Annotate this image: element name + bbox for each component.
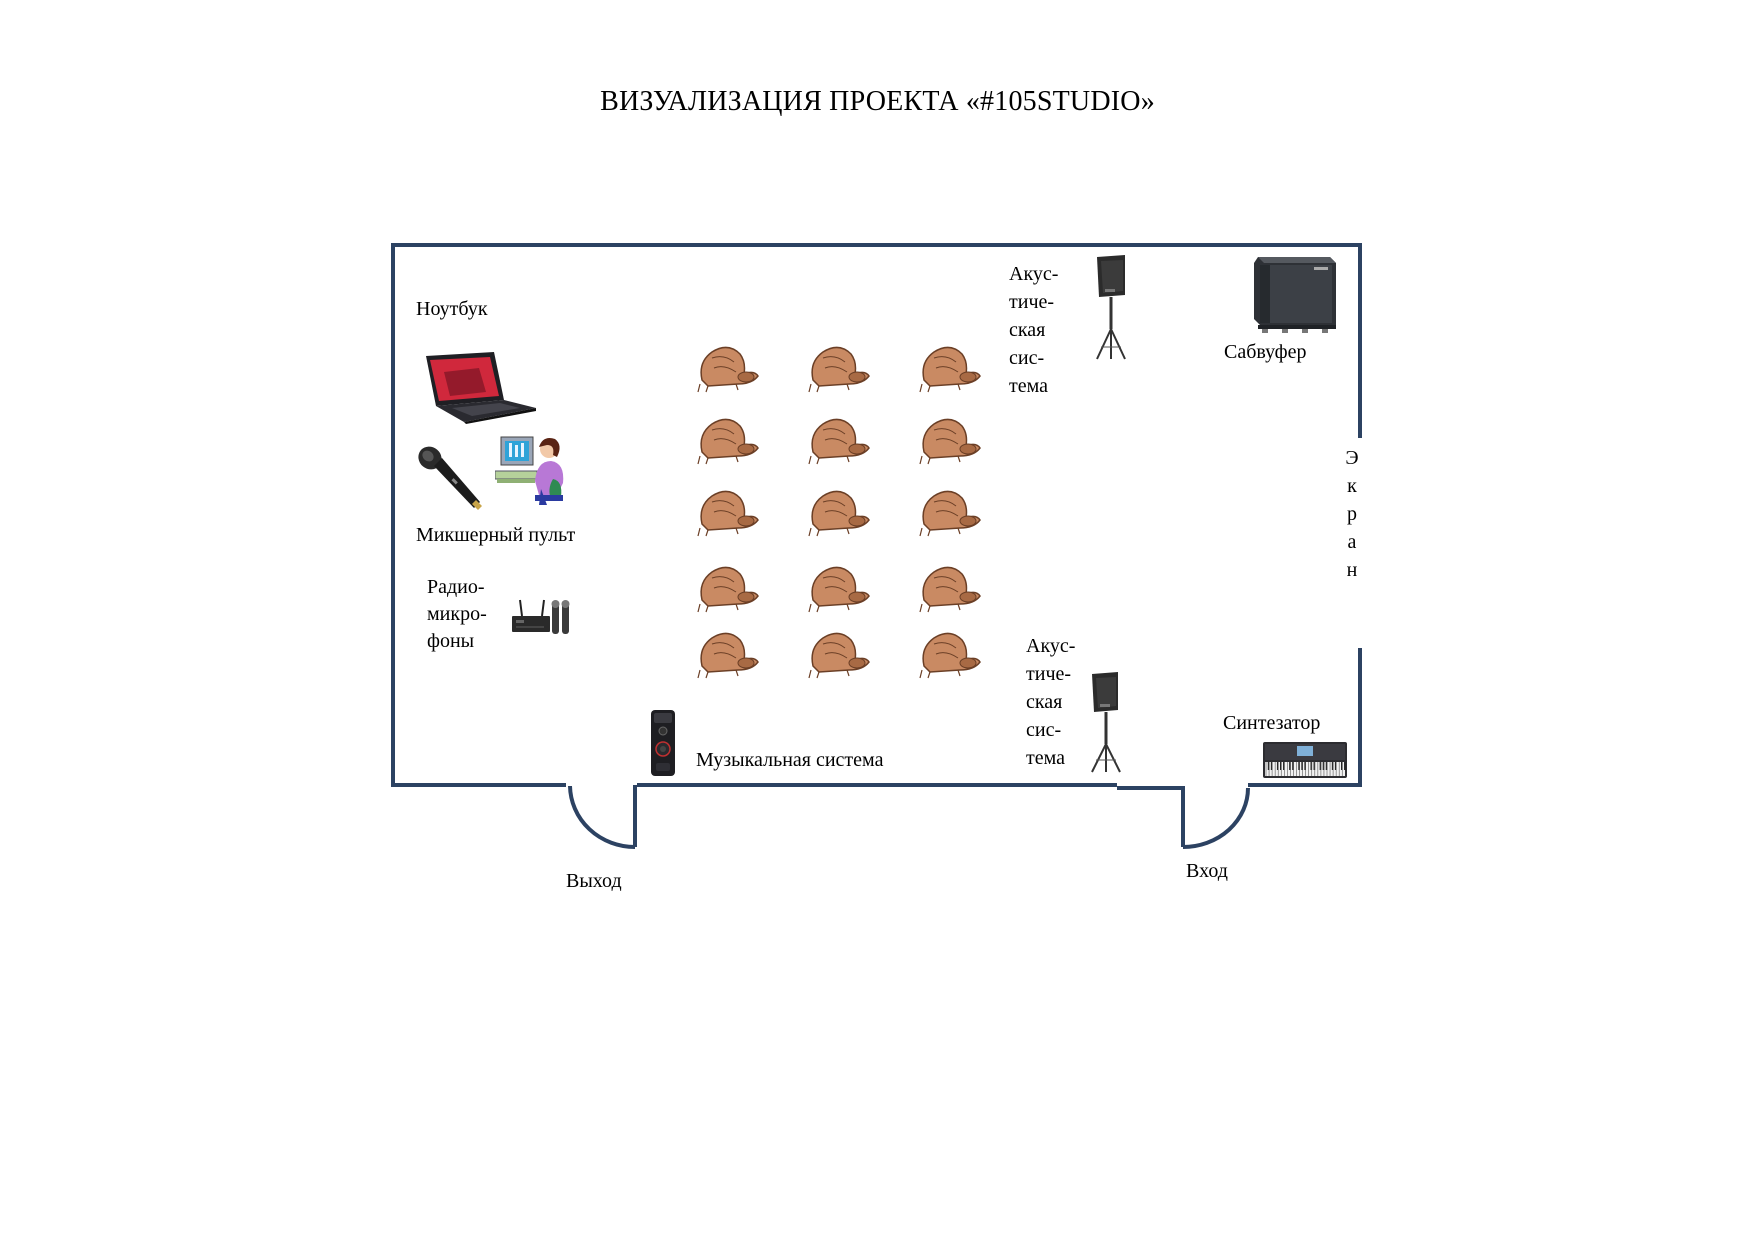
audience-seating [697, 346, 981, 679]
exit-door [568, 785, 637, 849]
music-system-icon [651, 710, 675, 776]
music-system-label: Музыкальная система [696, 749, 884, 771]
seat-icon [697, 490, 759, 537]
sound-operator-icon [495, 436, 564, 505]
mixer-label: Микшерный пульт [416, 524, 576, 546]
seat-icon [697, 566, 759, 613]
radio-mic-label: Радио-микро-фоны [427, 576, 487, 652]
subwoofer-label: Сабвуфер [1224, 341, 1307, 363]
seat-icon [697, 632, 759, 679]
seat-icon [808, 632, 870, 679]
synth-keys [1265, 762, 1346, 776]
microphone-icon [418, 446, 482, 510]
synthesizer-icon [1263, 742, 1347, 778]
entrance-door [1181, 787, 1250, 849]
seat-icon [919, 490, 981, 537]
speaker-on-stand-icon [1096, 255, 1126, 360]
seat-icon [919, 566, 981, 613]
laptop-label: Ноутбук [416, 298, 488, 320]
wall-left-top [391, 243, 1362, 787]
seat-icon [808, 418, 870, 465]
seat-icon [919, 632, 981, 679]
seat-icon [919, 346, 981, 393]
speaker-on-stand-icon [1091, 672, 1121, 773]
seat-icon [808, 346, 870, 393]
room-walls [391, 243, 1362, 790]
seat-icon [808, 490, 870, 537]
subwoofer-icon [1254, 257, 1336, 333]
exit-label: Выход [566, 870, 622, 892]
radio-microphone-icon [512, 599, 570, 634]
entrance-label: Вход [1186, 860, 1228, 882]
seat-icon [697, 418, 759, 465]
laptop-icon [426, 352, 536, 424]
seat-icon [697, 346, 759, 393]
wall-right-bottom [1248, 648, 1362, 787]
page-title: ВИЗУАЛИЗАЦИЯ ПРОЕКТА «#105STUDIO» [600, 86, 1155, 117]
seat-icon [919, 418, 981, 465]
synth-label: Синтезатор [1223, 712, 1321, 734]
seat-icon [808, 566, 870, 613]
